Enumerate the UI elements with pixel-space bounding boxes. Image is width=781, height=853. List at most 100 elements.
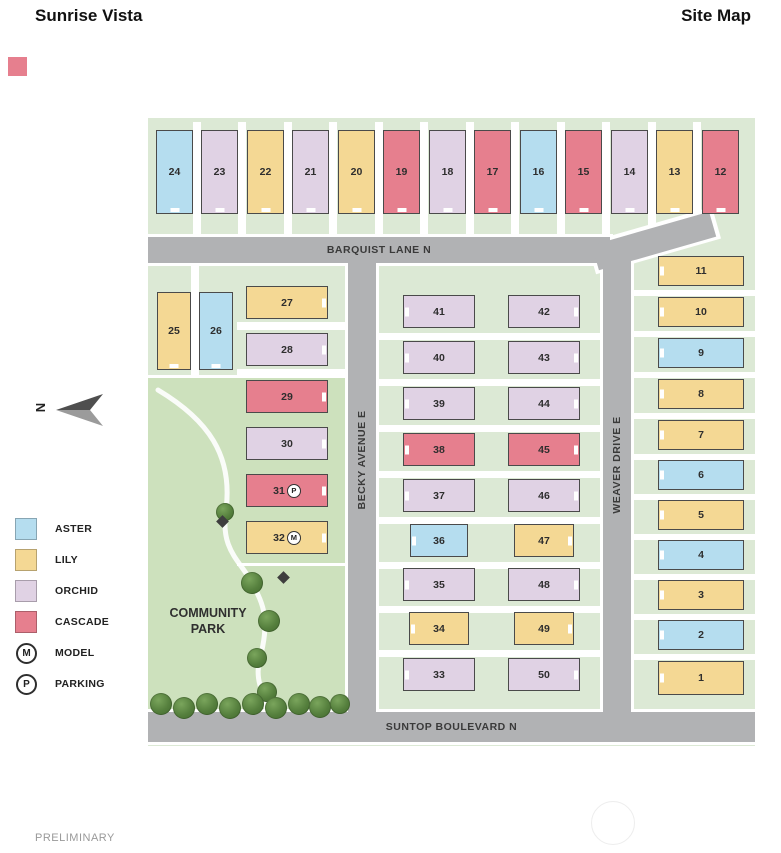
lot-badge-m-icon: M (286, 530, 301, 545)
lot-46[interactable]: 46 (508, 479, 580, 512)
legend-swatch-aster (15, 518, 37, 540)
driveway-stripe (284, 122, 292, 237)
lot-3[interactable]: 3 (658, 580, 744, 610)
lot-35[interactable]: 35 (403, 568, 475, 601)
lot-27[interactable]: 27 (246, 286, 328, 319)
lot-19[interactable]: 19 (383, 130, 420, 214)
lot-45[interactable]: 45 (508, 433, 580, 466)
street-label-suntop: SUNTOP BOULEVARD N (385, 721, 518, 733)
lot-number: 48 (538, 578, 550, 591)
lot-badge-p-icon: P (286, 483, 301, 498)
driveway-stripe (466, 122, 474, 237)
lot-26[interactable]: 26 (199, 292, 233, 370)
lot-1[interactable]: 1 (658, 661, 744, 695)
lot-12[interactable]: 12 (702, 130, 739, 214)
driveway-stripe (632, 494, 755, 500)
lot-50[interactable]: 50 (508, 658, 580, 691)
driveway-stripe (648, 122, 656, 237)
preliminary-note: PRELIMINARY (35, 832, 115, 844)
driveway-stripe (238, 122, 246, 237)
lot-number: 30 (281, 437, 293, 450)
tree-icon (219, 697, 241, 719)
legend-swatch-orchid (15, 580, 37, 602)
driveway-stripe (191, 263, 199, 375)
lot-24[interactable]: 24 (156, 130, 193, 214)
driveway-stripe (632, 574, 755, 580)
lot-37[interactable]: 37 (403, 479, 475, 512)
lot-17[interactable]: 17 (474, 130, 511, 214)
legend-item-aster: ASTER (15, 518, 145, 540)
lot-36[interactable]: 36 (410, 524, 468, 557)
legend-label: ORCHID (55, 585, 99, 597)
lot-number: 33 (433, 668, 445, 681)
lot-9[interactable]: 9 (658, 338, 744, 368)
lot-28[interactable]: 28 (246, 333, 328, 366)
lot-4[interactable]: 4 (658, 540, 744, 570)
lot-number: 1 (698, 672, 704, 684)
lot-30[interactable]: 30 (246, 427, 328, 460)
lot-number: 11 (695, 265, 707, 277)
lot-34[interactable]: 34 (409, 612, 469, 645)
lot-14[interactable]: 14 (611, 130, 648, 214)
lot-7[interactable]: 7 (658, 420, 744, 450)
lot-40[interactable]: 40 (403, 341, 475, 374)
driveway-stripe (557, 122, 565, 237)
lot-25[interactable]: 25 (157, 292, 191, 370)
lot-42[interactable]: 42 (508, 295, 580, 328)
lot-18[interactable]: 18 (429, 130, 466, 214)
legend-item-cascade: CASCADE (15, 611, 145, 633)
lot-13[interactable]: 13 (656, 130, 693, 214)
lot-29[interactable]: 29 (246, 380, 328, 413)
lot-38[interactable]: 38 (403, 433, 475, 466)
tree-icon (247, 648, 267, 668)
driveway-stripe (632, 331, 755, 337)
legend-item-orchid: ORCHID (15, 580, 145, 602)
lot-22[interactable]: 22 (247, 130, 284, 214)
lot-20[interactable]: 20 (338, 130, 375, 214)
lot-21[interactable]: 21 (292, 130, 329, 214)
lot-number: 35 (433, 578, 445, 591)
lot-44[interactable]: 44 (508, 387, 580, 420)
lot-number: 43 (538, 351, 550, 364)
tree-icon (173, 697, 195, 719)
lot-number: 49 (538, 622, 550, 635)
lot-41[interactable]: 41 (403, 295, 475, 328)
lot-6[interactable]: 6 (658, 460, 744, 490)
legend-label: CASCADE (55, 616, 110, 628)
lot-10[interactable]: 10 (658, 297, 744, 327)
lot-33[interactable]: 33 (403, 658, 475, 691)
park-label-line2: PARK (190, 621, 226, 636)
lot-number: 17 (486, 166, 499, 178)
tree-icon (242, 693, 264, 715)
legend-item-lily: LILY (15, 549, 145, 571)
lot-16[interactable]: 16 (520, 130, 557, 214)
lot-8[interactable]: 8 (658, 379, 744, 409)
driveway-stripe (632, 614, 755, 620)
lot-number: 36 (433, 534, 445, 547)
lot-5[interactable]: 5 (658, 500, 744, 530)
lot-2[interactable]: 2 (658, 620, 744, 650)
lot-15[interactable]: 15 (565, 130, 602, 214)
road-barquist-lane (148, 237, 610, 263)
lot-43[interactable]: 43 (508, 341, 580, 374)
driveway-stripe (376, 562, 603, 569)
lot-number: 26 (210, 325, 222, 337)
lot-number: 29 (281, 390, 293, 403)
lot-number: 31 (273, 484, 285, 497)
lot-number: 10 (695, 306, 707, 318)
lot-49[interactable]: 49 (514, 612, 574, 645)
lot-number: 6 (698, 469, 704, 481)
lot-47[interactable]: 47 (514, 524, 574, 557)
lot-48[interactable]: 48 (508, 568, 580, 601)
lot-39[interactable]: 39 (403, 387, 475, 420)
tree-icon (288, 693, 310, 715)
lot-23[interactable]: 23 (201, 130, 238, 214)
lot-11[interactable]: 11 (658, 256, 744, 286)
lot-number: 41 (433, 305, 445, 318)
legend-label: ASTER (55, 523, 93, 535)
